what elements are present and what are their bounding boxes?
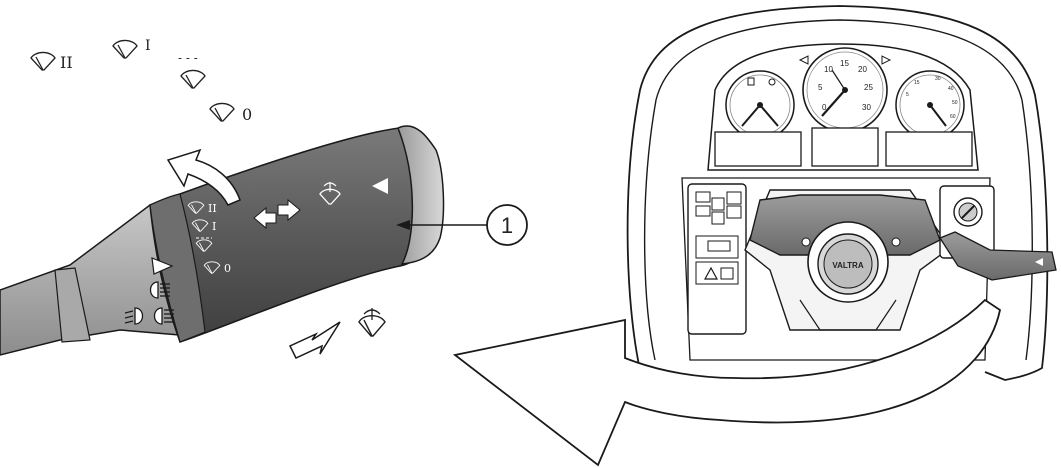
brand-logo: VALTRA: [832, 261, 863, 270]
mode-slow-label: I: [145, 38, 151, 54]
speedo-tick: 0: [822, 103, 827, 112]
left-gauge: [726, 71, 794, 139]
pull-arrow: [290, 322, 340, 358]
stalk-installed: [940, 232, 1056, 280]
stalk-slow-label: I: [212, 220, 216, 233]
mode-off-label: 0: [242, 105, 252, 124]
speedo-tick: 25: [864, 83, 873, 92]
speedo-tick: 5: [818, 83, 823, 92]
steering-column: VALTRA: [745, 190, 950, 330]
left-switch-panel: [688, 184, 746, 334]
rgauge-tick: 60: [950, 114, 956, 120]
speedo-tick: 30: [862, 103, 871, 112]
stalk-enlarged: II I 0: [0, 126, 443, 355]
mode-interval-label: - - -: [178, 51, 198, 65]
rgauge-tick: 15: [914, 80, 920, 86]
display-center: [812, 128, 878, 166]
stalk-fast-label: II: [208, 202, 217, 215]
wiper-off-icon: [210, 103, 234, 121]
callout-number: 1: [501, 213, 513, 238]
right-gauge: 5 15 30 40 50 60: [896, 71, 964, 139]
rgauge-tick: 40: [948, 86, 954, 92]
rgauge-tick: 5: [906, 92, 909, 98]
speedo-tick: 15: [840, 59, 849, 68]
wiper-mode-legend: II I - - - 0: [31, 38, 252, 124]
mode-fast-label: II: [60, 53, 73, 72]
washer-icon: [359, 308, 385, 336]
stalk-off-label: 0: [224, 262, 231, 275]
speedo-tick: 20: [858, 65, 867, 74]
display-right: [886, 132, 972, 166]
rgauge-tick: 30: [935, 76, 941, 82]
wiper-interval-icon: [181, 70, 205, 88]
speedo-tick: 10: [824, 65, 833, 74]
rgauge-tick: 50: [952, 100, 958, 106]
display-left: [715, 132, 801, 166]
wiper-fast-icon: [31, 52, 55, 70]
wiper-slow-icon: [113, 40, 137, 58]
